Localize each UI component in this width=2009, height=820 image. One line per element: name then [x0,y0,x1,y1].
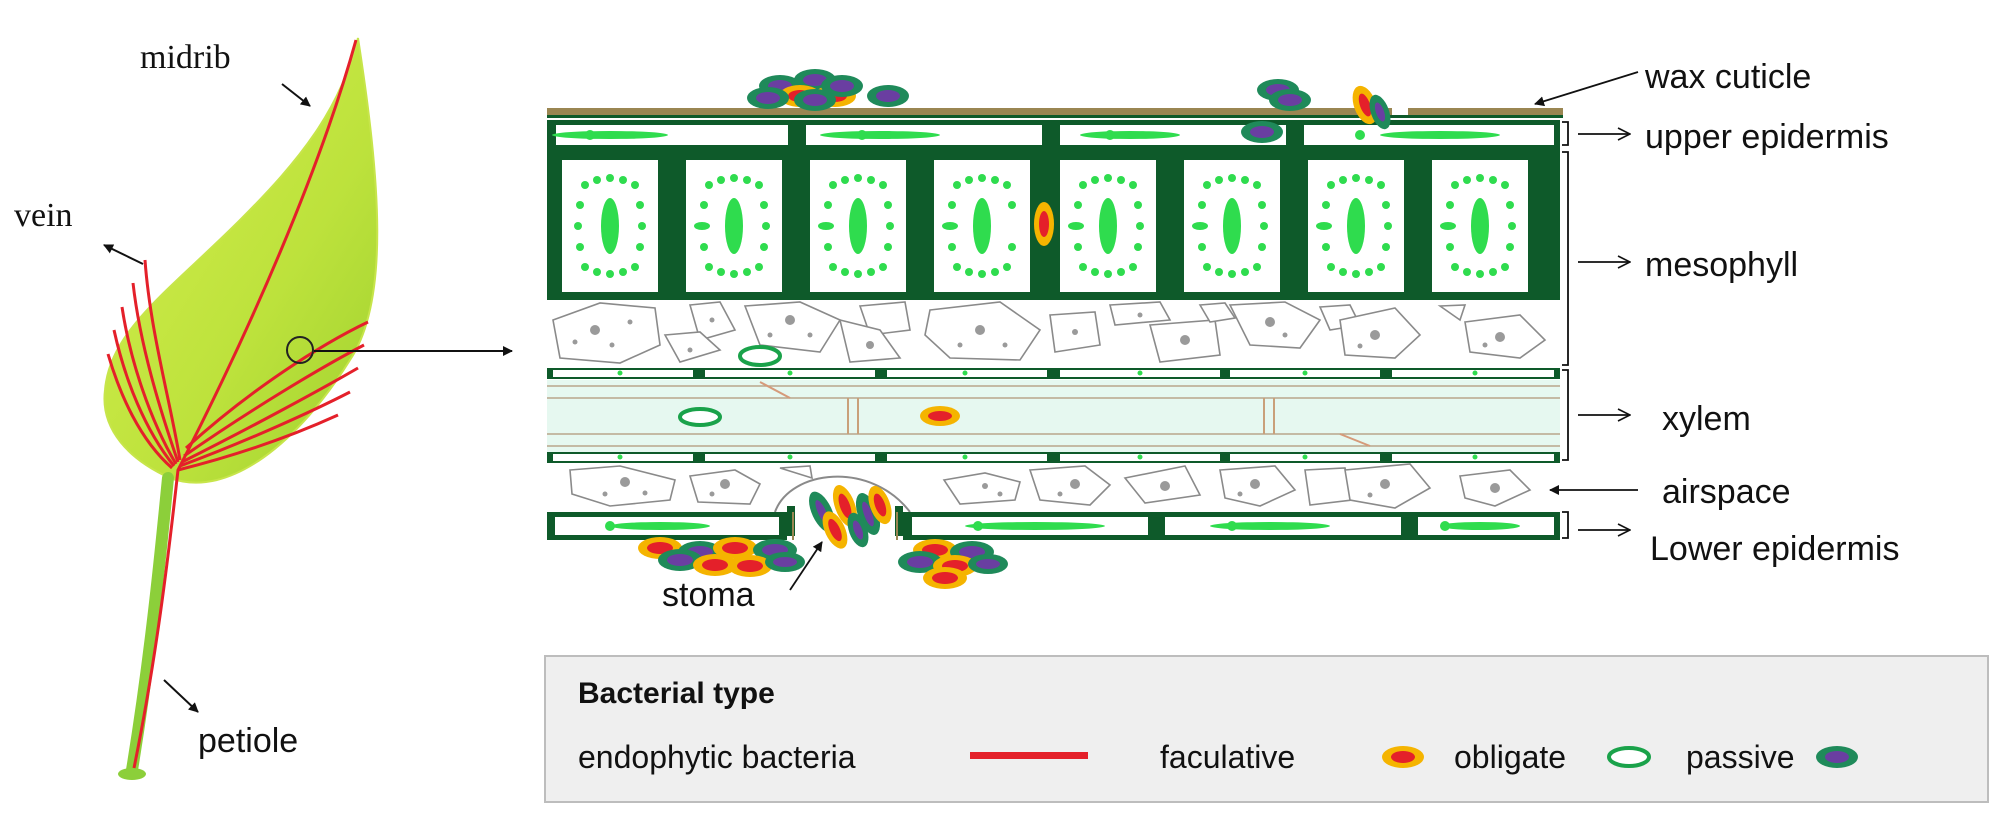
leaf-veins [106,39,369,769]
spongy-organelles [572,312,1505,353]
xylem-layer [547,368,1560,463]
upper-epidermis-label: upper epidermis [1645,118,1889,156]
mesophyll-label: mesophyll [1645,246,1798,284]
faculative-bacterium-icon [1382,746,1424,768]
upper-epidermis-layer [547,120,1560,150]
bacteria-cluster-lower-right [898,539,1008,589]
stoma-label: stoma [662,576,755,614]
airspace-label: airspace [1662,473,1791,511]
lower-epidermis-layer [547,506,1560,540]
midrib-line [132,39,358,769]
bacteria-cluster-stoma [809,485,892,549]
faculative-bacteria-entering [1352,85,1391,130]
petiole-base [118,768,146,780]
xylem-label: xylem [1662,400,1751,438]
leaf-cross-section: wax cuticle upper epidermis mesophyll xy… [547,58,1899,614]
obligate-bacterium-icon [1607,746,1651,768]
passive-bacteria-cluster-upper-right [1241,79,1311,143]
leaf-illustration: midrib vein petiole [14,37,513,780]
legend-title: Bacterial type [578,677,775,710]
vein-pointer [103,244,144,265]
leaf-blade [103,37,379,484]
label-pointers [789,71,1639,591]
lower-epidermis-label: Lower epidermis [1650,530,1899,568]
legend-passive-label: passive [1686,739,1795,775]
passive-bacterium-icon [1816,746,1858,768]
petiole-stem [126,472,174,776]
legend-endophytic-label: endophytic bacteria [578,739,856,775]
zoom-circle [286,336,314,364]
layer-braces [1562,121,1569,539]
legend: Bacterial type endophytic bacteria facul… [544,655,1989,803]
red-line-icon [970,752,1088,759]
bacteria-cluster-lower-left [638,537,805,577]
palisade-mesophyll [547,150,1560,300]
obligate-bacterium-xylem [678,407,722,427]
passive-bacteria-cluster-top [747,69,909,111]
obligate-bacterium-spongy [738,345,782,367]
legend-faculative-label: faculative [1160,739,1296,775]
spongy-mesophyll [552,301,1547,364]
wax-cuticle-layer [547,108,1563,118]
airspace-organelles [602,477,1500,498]
vein-label: vein [14,197,73,234]
guard-cell-left [787,506,795,536]
wax-cuticle-label: wax cuticle [1644,58,1811,96]
petiole-label: petiole [198,722,298,760]
midrib-pointer [281,83,311,107]
guard-cell-right [895,506,903,536]
petiole-pointer [163,679,199,713]
midrib-label: midrib [140,39,231,76]
legend-obligate-label: obligate [1454,739,1567,775]
substomatal-chamber [774,475,911,513]
chloroplasts [574,174,1516,278]
faculative-bacterium-mesophyll [1034,202,1054,246]
